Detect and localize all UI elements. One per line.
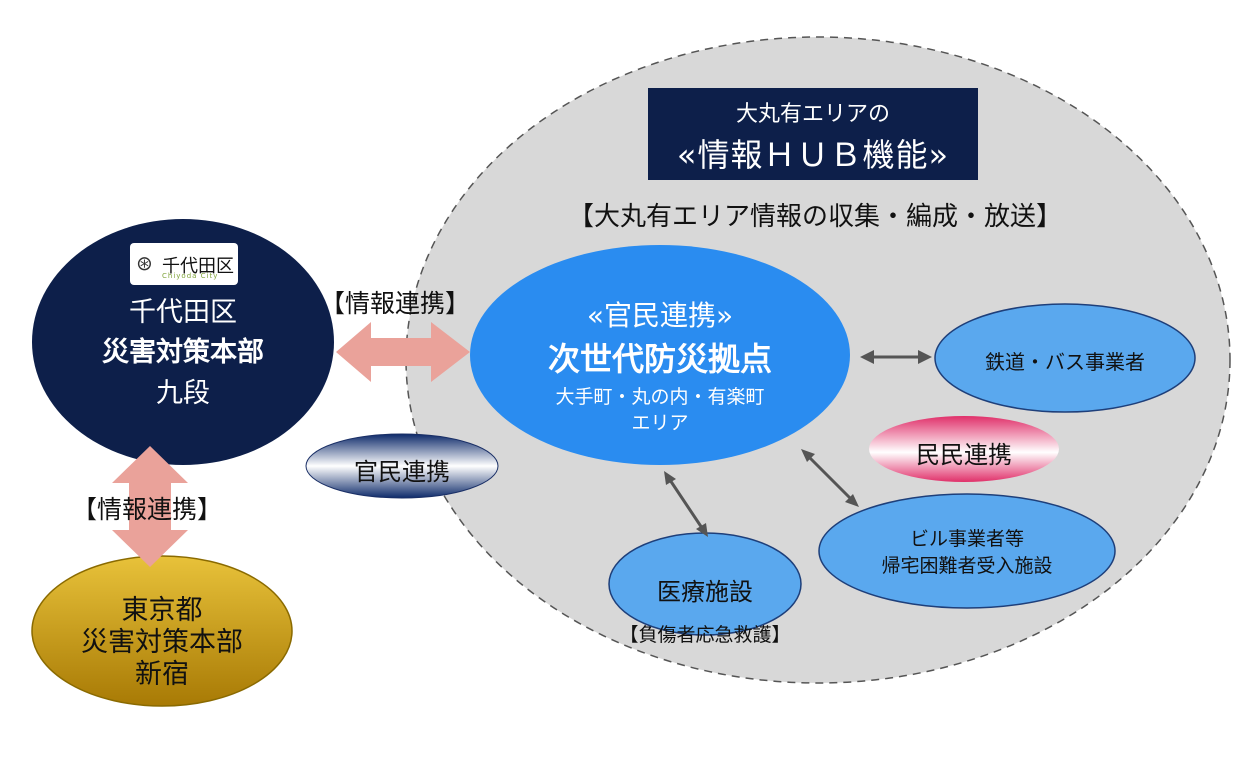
- hub-title-box: 大丸有エリアの «情報ＨＵＢ機能»: [648, 88, 978, 180]
- hub-title-line2: «情報ＨＵＢ機能»: [676, 136, 950, 174]
- hub-title-line1: 大丸有エリアの: [735, 102, 890, 127]
- tokyo-line1: 東京都: [121, 595, 203, 626]
- center-line4: エリア: [631, 412, 689, 434]
- building-node: [818, 493, 1116, 609]
- hub-subtitle: 【大丸有エリア情報の収集・編成・放送】: [567, 202, 1062, 232]
- connector-arrows: [664, 350, 932, 537]
- center-node: [470, 245, 850, 465]
- chiyoda-logo-sub: Chiyoda City: [162, 272, 219, 280]
- tokyo-line3: 新宿: [135, 659, 189, 690]
- chiyoda-emblem-icon: ⊛: [136, 251, 153, 275]
- chiyoda-logo: ⊛ 千代田区 Chiyoda City: [130, 243, 238, 285]
- vertical-double-arrow: [112, 446, 188, 567]
- info-link-vertical-label: 【情報連携】: [72, 495, 223, 524]
- chiyoda-line3: 九段: [156, 378, 210, 409]
- rail-bus-node: [934, 303, 1196, 413]
- medical-caption: 【負傷者応急救護】: [619, 624, 791, 646]
- public-private-pill: [305, 433, 499, 499]
- chiyoda-logo-text: 千代田区: [162, 256, 234, 277]
- private-private-pill: [869, 416, 1059, 482]
- building-label-line2: 帰宅困難者受入施設: [881, 555, 1053, 577]
- public-private-label: 官民連携: [354, 458, 450, 486]
- center-line3: 大手町・丸の内・有楽町: [555, 386, 765, 408]
- info-link-horizontal-label: 【情報連携】: [320, 289, 471, 318]
- horizontal-double-arrow: [336, 322, 470, 382]
- tokyo-line2: 災害対策本部: [81, 627, 243, 658]
- tokyo-node: [31, 555, 293, 707]
- private-private-label: 民民連携: [916, 441, 1012, 469]
- center-line1: «官民連携»: [586, 299, 734, 332]
- chiyoda-line2: 災害対策本部: [102, 337, 264, 368]
- rail-bus-label: 鉄道・バス事業者: [985, 350, 1145, 374]
- chiyoda-node: [32, 219, 334, 465]
- center-line2: 次世代防災拠点: [547, 340, 772, 378]
- medical-label: 医療施設: [657, 578, 753, 606]
- chiyoda-line1: 千代田区: [129, 297, 237, 328]
- building-label-line1: ビル事業者等: [909, 528, 1024, 550]
